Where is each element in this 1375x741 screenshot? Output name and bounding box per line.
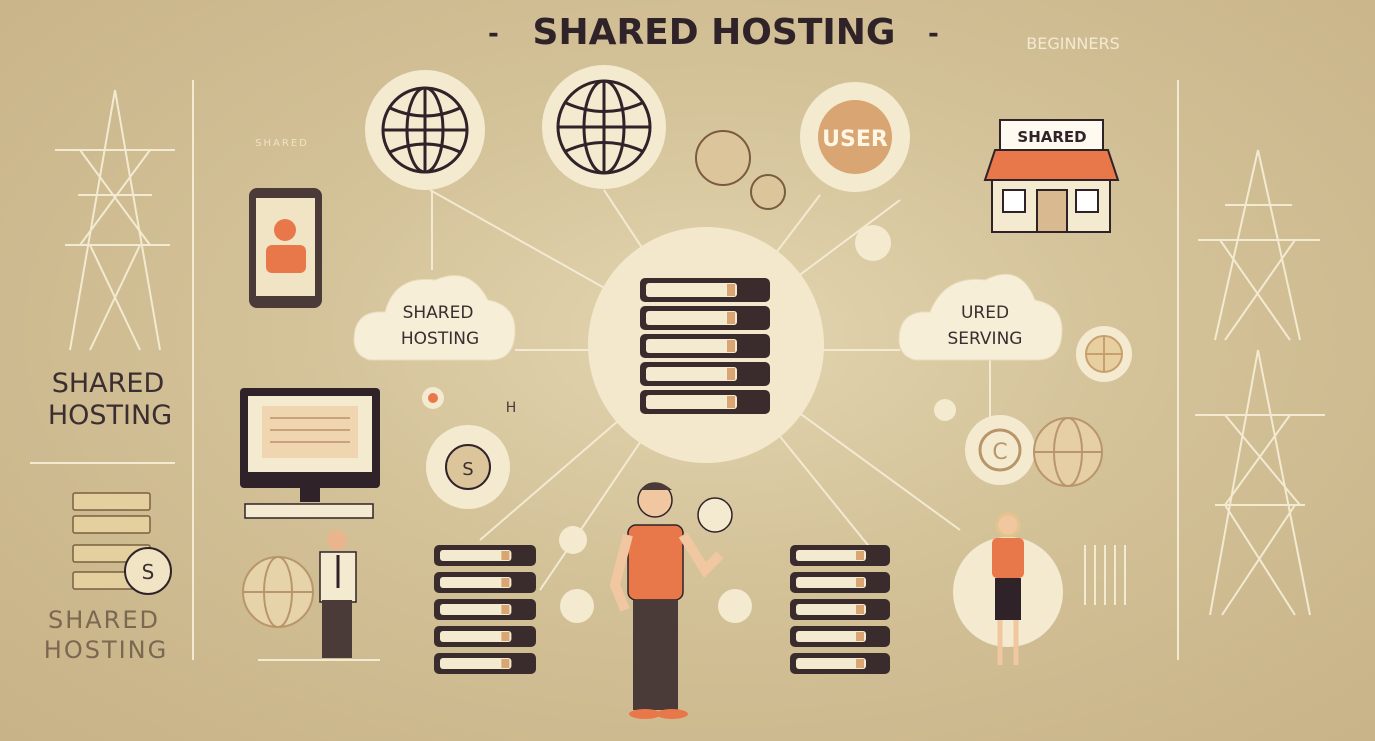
coin-symbol: S xyxy=(142,560,155,584)
woman-figure xyxy=(992,512,1024,665)
server-stack-icon xyxy=(434,545,536,674)
server-led xyxy=(727,340,735,352)
small-node-icon xyxy=(855,225,891,261)
title-dash-left: - xyxy=(488,19,499,49)
server-drive-bay xyxy=(796,631,866,642)
coin-node-symbol: S xyxy=(462,459,473,480)
cloud-right-line2: SERVING xyxy=(948,329,1023,349)
server-drive-bay xyxy=(440,658,512,669)
small-node-icon xyxy=(934,399,956,421)
server-led xyxy=(727,312,735,324)
central-server-stack-icon xyxy=(640,278,770,414)
desktop-monitor-icon xyxy=(240,388,380,519)
server-led xyxy=(856,632,864,641)
small-node-icon xyxy=(695,130,751,186)
server-drive-bay xyxy=(440,604,512,615)
server-drive-bay xyxy=(796,658,866,669)
small-h-label: H xyxy=(506,400,517,416)
cloud-ured-serving xyxy=(898,273,1063,361)
server-led xyxy=(856,578,864,587)
server-led xyxy=(501,659,510,668)
power-pylon-icon xyxy=(1198,149,1320,341)
cloud-left-line1: SHARED xyxy=(403,303,474,323)
shop-icon xyxy=(983,119,1120,233)
copyright-node xyxy=(965,415,1035,485)
shield-icon xyxy=(428,393,438,403)
server-led xyxy=(727,396,735,408)
server-drive-bay xyxy=(646,367,737,381)
globe-icon xyxy=(1033,417,1103,487)
cloud-left-line2: HOSTING xyxy=(401,329,479,349)
shop-sign-label: SHARED xyxy=(1017,128,1086,146)
globe-icon xyxy=(365,70,485,190)
server-led xyxy=(501,551,510,560)
server-drive-bay xyxy=(796,577,866,588)
cloud-right-line1: URED xyxy=(961,303,1009,323)
small-node-icon xyxy=(697,497,733,533)
beginners-label: BEGINNERS xyxy=(1026,34,1120,53)
cloud-shared-hosting xyxy=(353,275,516,361)
server-drive-bay xyxy=(440,550,512,561)
power-pylon-icon xyxy=(55,89,175,351)
small-node-icon xyxy=(559,526,587,554)
server-led xyxy=(856,659,864,668)
server-drive-bay xyxy=(440,577,512,588)
server-led xyxy=(727,368,735,380)
smartphone-icon xyxy=(249,188,322,308)
faint-shared-label: SHARED xyxy=(255,138,309,149)
globe-icon xyxy=(242,556,314,628)
decorative-bars xyxy=(1084,545,1126,605)
copyright-icon xyxy=(978,428,1022,472)
page-title: SHARED HOSTING xyxy=(533,12,896,53)
left-heading-line1: SHARED xyxy=(52,368,165,399)
server-drive-bay xyxy=(646,339,737,353)
server-drive-bay xyxy=(796,604,866,615)
person-figure xyxy=(609,482,724,719)
power-pylon-icon xyxy=(1195,349,1325,616)
small-node-icon xyxy=(718,589,752,623)
coin-icon xyxy=(124,547,172,595)
server-led xyxy=(501,578,510,587)
server-drive-bay xyxy=(646,395,737,409)
small-node-icon xyxy=(750,174,786,210)
server-drive-bay xyxy=(646,283,737,297)
copyright-symbol: C xyxy=(992,440,1007,465)
globe-icon xyxy=(542,65,666,189)
server-stack-icon xyxy=(790,545,890,674)
small-node-icon xyxy=(560,589,594,623)
user-badge-label: USER xyxy=(822,127,888,152)
title-dash-right: - xyxy=(928,19,939,49)
left-heading-line2: HOSTING xyxy=(48,400,172,431)
left-footer-line2: HOSTING xyxy=(44,636,168,664)
server-led xyxy=(501,632,510,641)
left-footer-line1: SHARED xyxy=(48,606,160,634)
server-drive-bay xyxy=(796,550,866,561)
businessman-figure xyxy=(319,530,357,658)
server-led xyxy=(856,605,864,614)
server-led xyxy=(856,551,864,560)
globe-icon xyxy=(1076,326,1132,382)
coin-icon xyxy=(445,444,491,490)
server-drive-bay xyxy=(646,311,737,325)
server-led xyxy=(727,284,735,296)
user-badge xyxy=(800,82,910,192)
server-led xyxy=(501,605,510,614)
server-drive-bay xyxy=(440,631,512,642)
